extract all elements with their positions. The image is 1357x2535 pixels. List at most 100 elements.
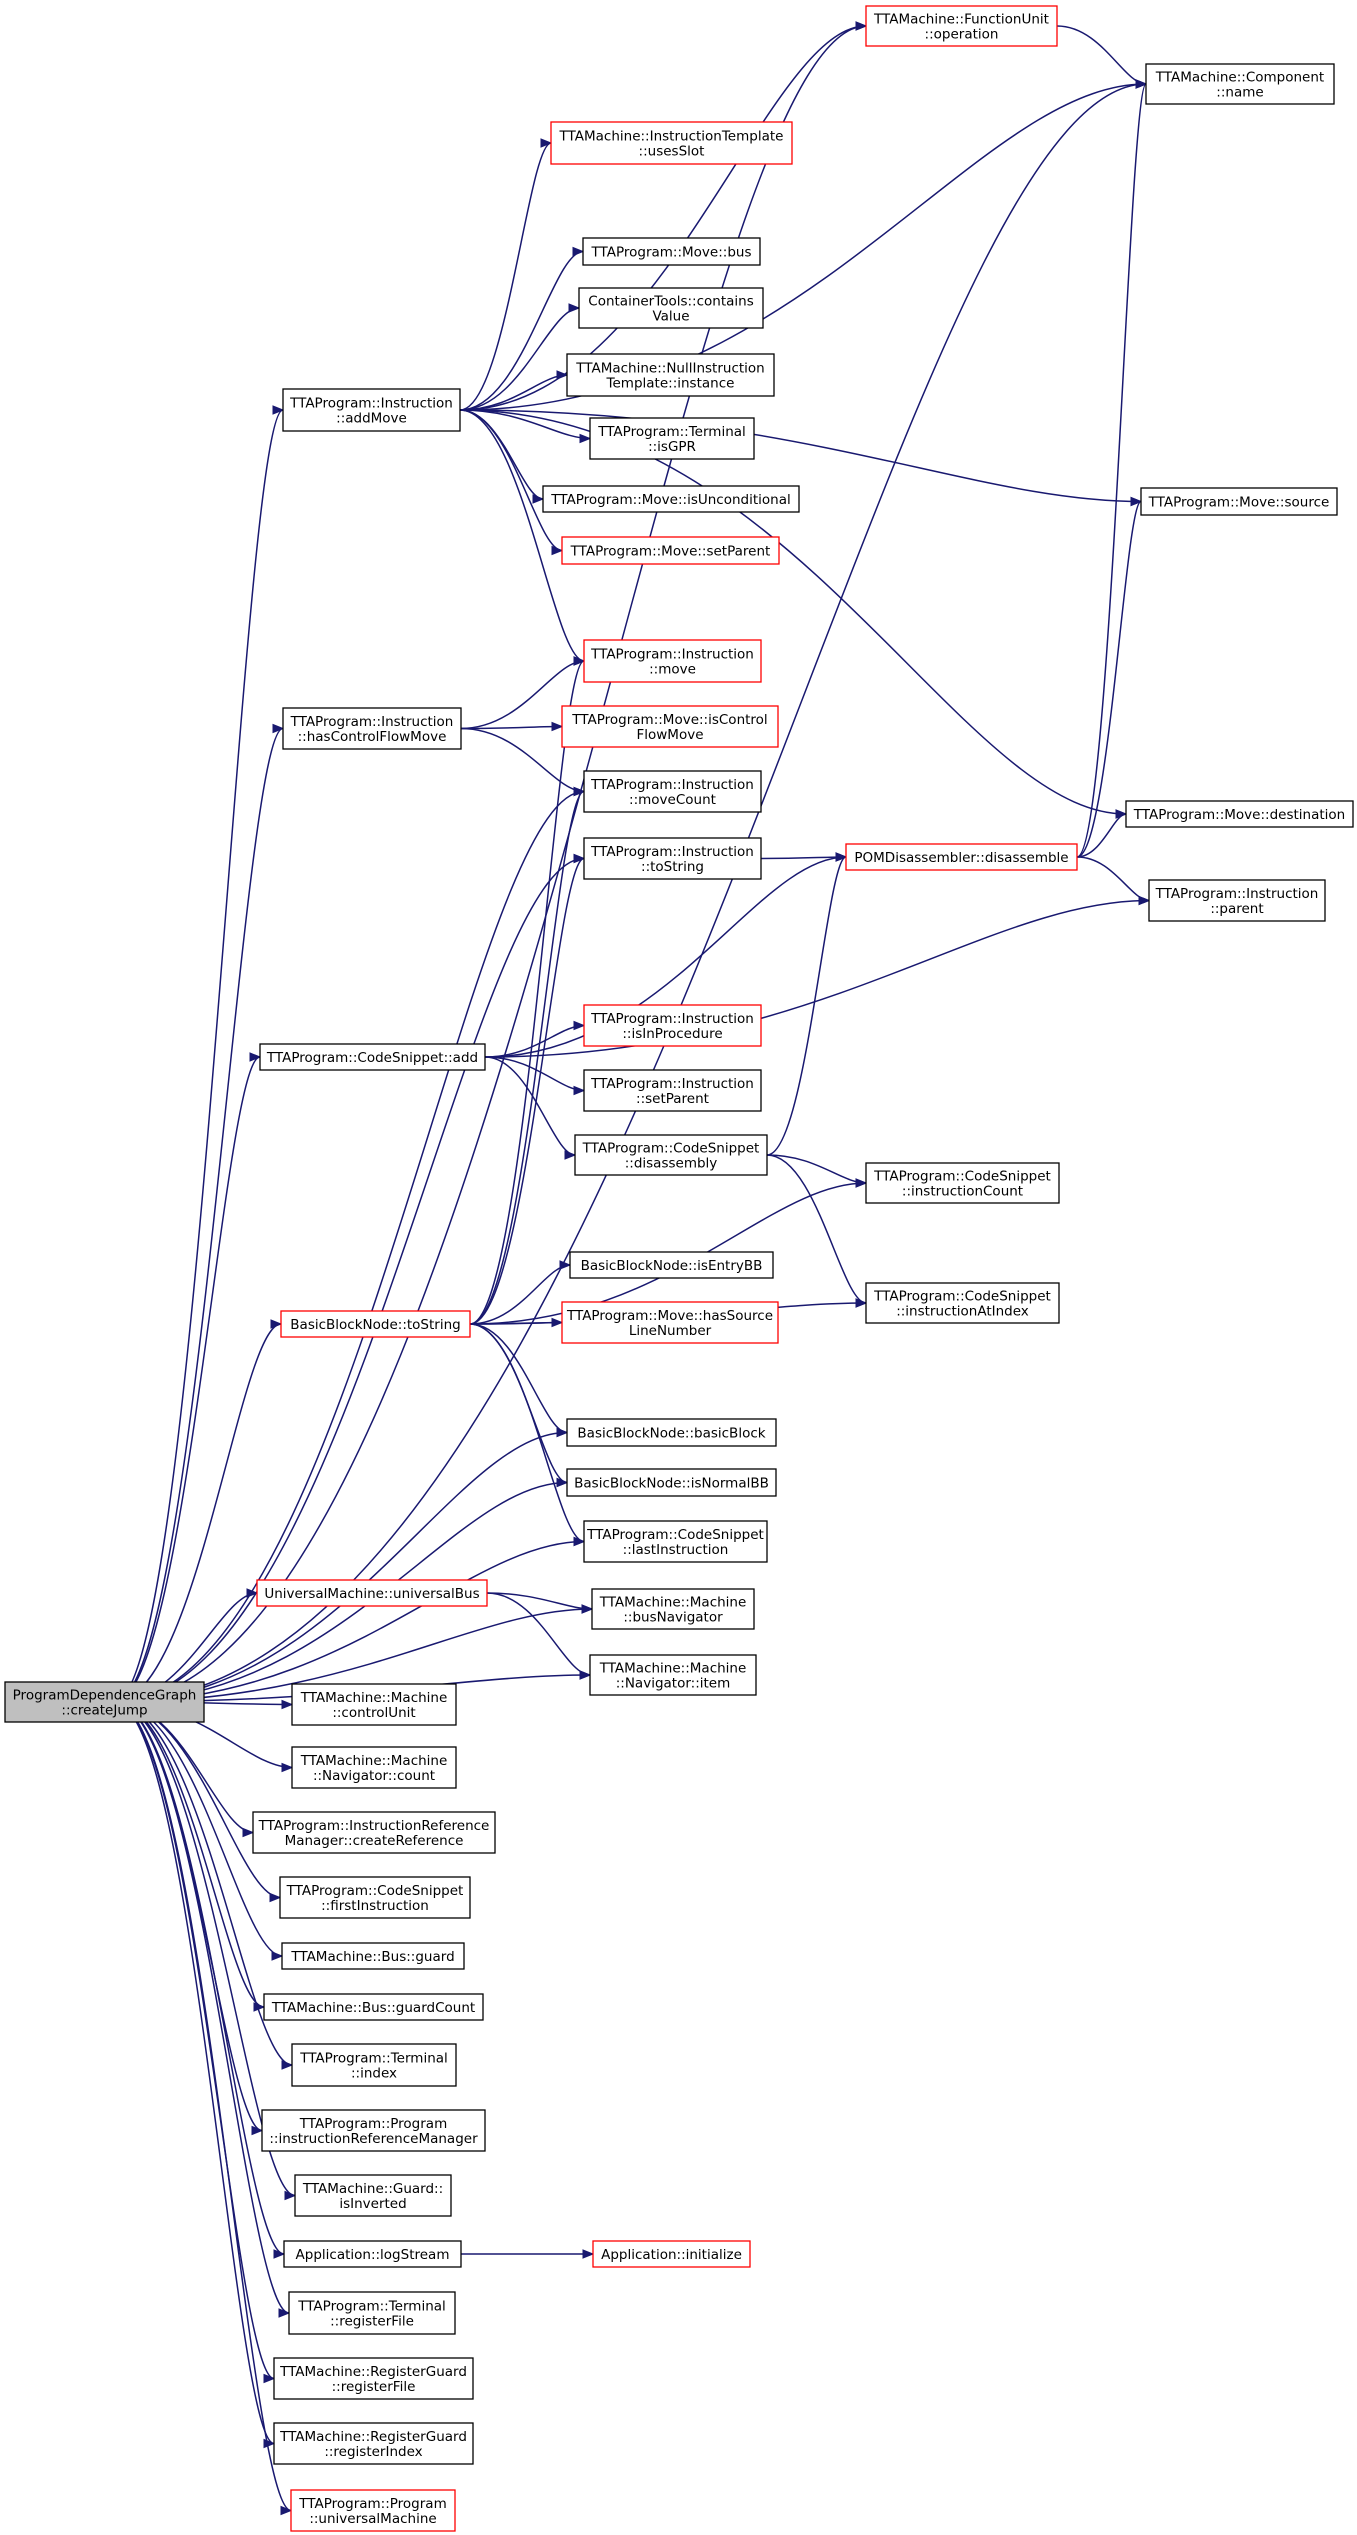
- call-edge: [459, 409, 1128, 819]
- graph-node-nullit[interactable]: TTAMachine::NullInstructionTemplate::ins…: [566, 353, 775, 397]
- graph-node-rg-regfile[interactable]: TTAMachine::RegisterGuard::registerFile: [273, 2357, 474, 2400]
- node-label: TTAProgram::Instruction: [289, 396, 453, 412]
- graph-node-rg-regindex[interactable]: TTAMachine::RegisterGuard::registerIndex: [273, 2422, 474, 2465]
- node-box: [259, 1043, 486, 1071]
- node-label: ProgramDependenceGraph: [13, 1688, 197, 1704]
- call-edge: [113, 1701, 264, 2136]
- graph-node-cs-add[interactable]: TTAProgram::CodeSnippet::add: [259, 1043, 486, 1071]
- call-edge-line: [113, 1540, 585, 1703]
- graph-node-cs-firstinstr[interactable]: TTAProgram::CodeSnippet::firstInstructio…: [279, 1876, 471, 1919]
- node-label: TTAMachine::Machine: [300, 1753, 448, 1769]
- graph-node-it-usesslot[interactable]: TTAMachine::InstructionTemplate::usesSlo…: [550, 121, 793, 165]
- graph-node-move-setparent[interactable]: TTAProgram::Move::setParent: [561, 536, 780, 565]
- node-label: isInverted: [339, 2196, 406, 2212]
- arrowhead-icon: [1115, 809, 1128, 819]
- graph-node-fu-op[interactable]: TTAMachine::FunctionUnit::operation: [865, 5, 1058, 47]
- node-box: [273, 2357, 474, 2400]
- graph-node-instr-tostring[interactable]: TTAProgram::Instruction::toString: [583, 837, 762, 880]
- node-label: TTAMachine::FunctionUnit: [873, 12, 1049, 28]
- node-label: ::registerFile: [332, 2379, 416, 2395]
- node-label: TTAMachine::Machine: [599, 1595, 747, 1611]
- graph-node-instr-parent[interactable]: TTAProgram::Instruction::parent: [1148, 879, 1326, 922]
- graph-node-root[interactable]: ProgramDependenceGraph::createJump: [4, 1681, 205, 1723]
- node-label: TTAMachine::Guard::: [302, 2181, 443, 2197]
- graph-node-term-regfile[interactable]: TTAProgram::Terminal::registerFile: [288, 2291, 456, 2335]
- graph-node-term-isgpr[interactable]: TTAProgram::Terminal::isGPR: [589, 417, 755, 460]
- graph-node-mnav-item[interactable]: TTAMachine::Machine::Navigator::item: [589, 1654, 757, 1696]
- graph-node-cs-disasm[interactable]: TTAProgram::CodeSnippet::disassembly: [574, 1134, 768, 1176]
- node-label: Manager::createReference: [285, 1833, 464, 1849]
- arrowhead-icon: [572, 246, 585, 257]
- graph-node-mnav-count[interactable]: TTAMachine::Machine::Navigator::count: [291, 1746, 457, 1789]
- graph-node-move-bus[interactable]: TTAProgram::Move::bus: [582, 237, 761, 266]
- graph-node-instr-setparent[interactable]: TTAProgram::Instruction::setParent: [583, 1069, 762, 1112]
- graph-node-instr-addmove[interactable]: TTAProgram::Instruction::addMove: [282, 388, 461, 432]
- graph-node-m-cu[interactable]: TTAMachine::Machine::controlUnit: [291, 1683, 457, 1726]
- graph-node-guard-isinv[interactable]: TTAMachine::Guard::isInverted: [294, 2174, 452, 2217]
- node-label: Template::instance: [606, 376, 735, 392]
- graph-node-bbn-bb[interactable]: BasicBlockNode::basicBlock: [566, 1418, 777, 1447]
- call-edge-line: [113, 727, 284, 1703]
- call-edge: [469, 1260, 572, 1325]
- node-box: [1145, 63, 1335, 105]
- graph-node-bbn-isentry[interactable]: BasicBlockNode::isEntryBB: [569, 1251, 774, 1279]
- call-edge: [469, 853, 586, 1325]
- call-edge-line: [766, 1154, 867, 1304]
- arrowhead-icon: [573, 786, 586, 797]
- call-edge: [459, 370, 569, 411]
- graph-node-bbn-isnormal[interactable]: BasicBlockNode::isNormalBB: [566, 1468, 777, 1497]
- graph-node-pom-disasm[interactable]: POMDisassembler::disassemble: [845, 843, 1078, 871]
- call-edge: [459, 409, 564, 556]
- graph-node-term-index[interactable]: TTAProgram::Terminal::index: [291, 2043, 457, 2087]
- node-label: ::registerIndex: [324, 2444, 422, 2460]
- call-edge-line: [113, 1701, 281, 1899]
- node-box: [542, 485, 800, 513]
- graph-node-cs-instratindex[interactable]: TTAProgram::CodeSnippet::instructionAtIn…: [865, 1282, 1060, 1324]
- graph-node-bbn-tostring[interactable]: BasicBlockNode::toString: [280, 1310, 471, 1338]
- graph-node-bus-guard[interactable]: TTAMachine::Bus::guard: [281, 1942, 465, 1970]
- graph-node-instr-isinproc[interactable]: TTAProgram::Instruction::isInProcedure: [583, 1004, 762, 1047]
- graph-node-um-ubus[interactable]: UniversalMachine::universalBus: [256, 1579, 488, 1607]
- node-box: [291, 1683, 457, 1726]
- node-box: [566, 1418, 777, 1447]
- arrowhead-icon: [271, 1951, 284, 1961]
- node-label: TTAProgram::Instruction: [590, 777, 754, 793]
- graph-node-prog-um[interactable]: TTAProgram::Program::universalMachine: [290, 2489, 456, 2532]
- arrowhead-icon: [272, 723, 285, 734]
- graph-node-comp-name[interactable]: TTAMachine::Component::name: [1145, 63, 1335, 105]
- node-label: Application::logStream: [296, 2247, 450, 2263]
- graph-node-instr-hascfm[interactable]: TTAProgram::Instruction::hasControlFlowM…: [282, 707, 462, 750]
- graph-node-m-busnav[interactable]: TTAMachine::Machine::busNavigator: [591, 1588, 755, 1630]
- node-box: [583, 1004, 762, 1047]
- node-label: TTAMachine::Machine: [300, 1690, 448, 1706]
- node-label: Value: [652, 309, 689, 325]
- graph-node-cs-instrcount[interactable]: TTAProgram::CodeSnippet::instructionCoun…: [865, 1162, 1060, 1204]
- graph-node-instr-movecount[interactable]: TTAProgram::Instruction::moveCount: [583, 770, 762, 813]
- graph-node-move-isuncond[interactable]: TTAProgram::Move::isUnconditional: [542, 485, 800, 513]
- node-label: ::usesSlot: [639, 144, 705, 160]
- node-label: TTAProgram::Instruction: [590, 1011, 754, 1027]
- graph-node-bus-guardcount[interactable]: TTAMachine::Bus::guardCount: [263, 1993, 484, 2021]
- call-edge: [486, 1592, 592, 1680]
- node-label: ::toString: [641, 859, 704, 875]
- arrowhead-icon: [573, 1020, 586, 1031]
- graph-node-irm-createref[interactable]: TTAProgram::InstructionReferenceManager:…: [252, 1811, 496, 1854]
- arrowhead-icon: [1135, 79, 1148, 89]
- graph-node-prog-irm[interactable]: TTAProgram::Program::instructionReferenc…: [261, 2109, 486, 2152]
- graph-node-app-init[interactable]: Application::initialize: [592, 2240, 751, 2268]
- node-label: TTAProgram::Instruction: [290, 714, 454, 730]
- graph-node-instr-move[interactable]: TTAProgram::Instruction::move: [583, 639, 762, 683]
- graph-node-cs-lastinstr[interactable]: TTAProgram::CodeSnippet::lastInstruction: [583, 1520, 768, 1563]
- node-box: [583, 639, 762, 683]
- graph-node-move-dest[interactable]: TTAProgram::Move::destination: [1125, 800, 1354, 828]
- call-edge: [459, 409, 545, 504]
- node-label: TTAProgram::CodeSnippet: [582, 1141, 760, 1157]
- call-edge: [484, 1056, 586, 1096]
- node-label: TTAProgram::Terminal: [597, 424, 746, 440]
- graph-node-move-source[interactable]: TTAProgram::Move::source: [1140, 487, 1338, 516]
- graph-node-app-logstream[interactable]: Application::logStream: [283, 2240, 462, 2268]
- arrowhead-icon: [249, 1052, 262, 1062]
